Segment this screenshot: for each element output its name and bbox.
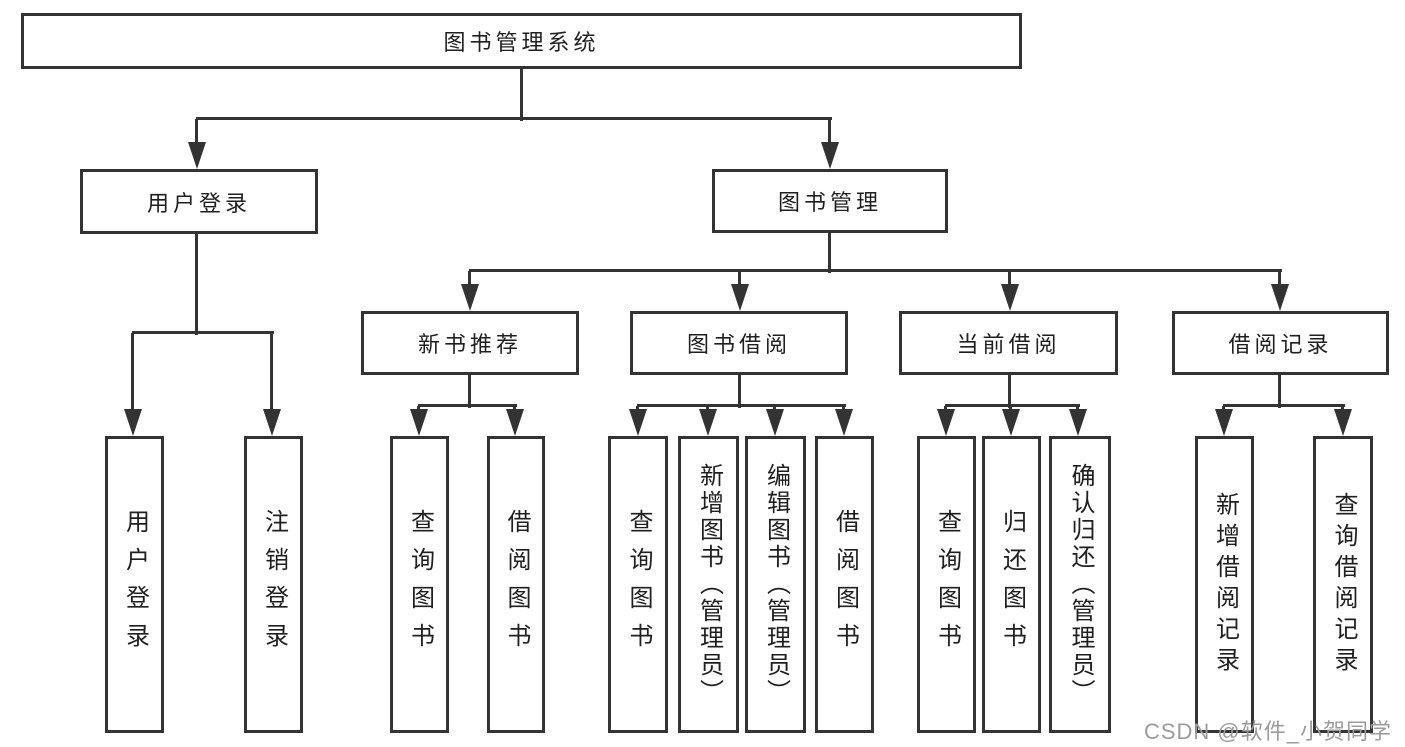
arrow-stem-line [1278, 271, 1281, 287]
node-new-book-recommend-label: 新书推荐 [417, 332, 522, 357]
arrow-stem-line [270, 333, 273, 412]
connector-horizontal-line [196, 117, 832, 120]
node-root: 图书管理系统 [21, 13, 1022, 69]
leaf-bb-query-books-label: 查询图书 [625, 508, 652, 661]
arrow-head-icon [766, 409, 784, 436]
arrow-head-icon [937, 409, 955, 436]
leaf-logout-label: 注销登录 [260, 508, 288, 661]
arrow-head-icon [699, 409, 717, 436]
arrow-head-icon [188, 142, 206, 169]
arrow-head-icon [1069, 409, 1087, 436]
node-current-borrowing: 当前借阅 [899, 311, 1118, 375]
leaf-user-login-label: 用户登录 [121, 508, 149, 661]
leaf-br-add-record: 新增借阅记录 [1195, 436, 1254, 733]
node-book-management: 图书管理 [712, 169, 948, 233]
arrow-head-icon [629, 409, 647, 436]
arrow-head-icon [1002, 409, 1020, 436]
leaf-logout: 注销登录 [244, 436, 303, 733]
leaf-cb-confirm-return-admin-label: 确认归还（管理员） [1067, 463, 1094, 706]
leaf-br-query-record: 查询借阅记录 [1313, 436, 1373, 733]
node-book-borrowing: 图书借阅 [630, 311, 848, 375]
leaf-nb-query-books: 查询图书 [390, 436, 449, 733]
node-user-login-label: 用户登录 [146, 190, 251, 216]
leaf-bb-query-books: 查询图书 [608, 436, 668, 733]
node-user-login: 用户登录 [80, 169, 318, 234]
leaf-br-add-record-label: 新增借阅记录 [1211, 491, 1239, 678]
node-root-label: 图书管理系统 [443, 30, 600, 55]
arrow-head-icon [1271, 284, 1289, 311]
node-book-management-label: 图书管理 [777, 190, 882, 215]
node-book-borrowing-label: 图书借阅 [686, 332, 791, 357]
connector-vertical-line [1278, 374, 1281, 408]
leaf-cb-return-books: 归还图书 [982, 436, 1041, 733]
arrow-stem-line [468, 271, 471, 287]
connector-vertical-line [520, 68, 523, 121]
leaf-bb-borrow-books-label: 借阅图书 [831, 508, 859, 661]
arrow-head-icon [835, 409, 853, 436]
connector-vertical-line [1008, 374, 1011, 408]
arrow-head-icon [1334, 409, 1352, 436]
arrow-stem-line [131, 333, 134, 412]
connector-horizontal-line [945, 404, 1080, 407]
arrow-head-icon [263, 409, 281, 436]
arrow-head-icon [1001, 284, 1019, 311]
connector-horizontal-line [1223, 404, 1345, 407]
leaf-cb-confirm-return-admin: 确认归还（管理员） [1049, 436, 1111, 733]
connector-horizontal-line [132, 331, 274, 334]
arrow-head-icon [821, 142, 839, 169]
connector-vertical-line [195, 233, 198, 335]
leaf-nb-borrow-books-label: 借阅图书 [503, 508, 530, 661]
connector-horizontal-line [637, 404, 846, 407]
node-current-borrowing-label: 当前借阅 [956, 332, 1061, 357]
arrow-head-icon [461, 284, 479, 311]
connector-horizontal-line [469, 269, 1282, 272]
watermark: CSDN @软件_小贺同学 [1143, 719, 1392, 744]
connector-vertical-line [828, 232, 831, 273]
arrow-head-icon [124, 409, 142, 436]
leaf-nb-query-books-label: 查询图书 [406, 508, 434, 661]
leaf-cb-query-books: 查询图书 [917, 436, 976, 733]
leaf-user-login: 用户登录 [105, 436, 164, 733]
arrow-stem-line [738, 271, 741, 287]
leaf-nb-borrow-books: 借阅图书 [487, 436, 545, 733]
leaf-br-query-record-label: 查询借阅记录 [1330, 491, 1357, 678]
connector-horizontal-line [418, 404, 517, 407]
arrow-stem-line [828, 119, 831, 145]
arrow-stem-line [1008, 271, 1011, 287]
leaf-bb-add-books-admin: 新增图书（管理员） [678, 436, 739, 733]
connector-vertical-line [738, 374, 741, 408]
leaf-bb-edit-books-admin-label: 编辑图书（管理员） [762, 463, 790, 706]
leaf-cb-query-books-label: 查询图书 [933, 508, 961, 661]
leaf-bb-edit-books-admin: 编辑图书（管理员） [745, 436, 806, 733]
connector-vertical-line [468, 374, 471, 408]
leaf-cb-return-books-label: 归还图书 [998, 508, 1026, 661]
node-borrowing-records: 借阅记录 [1172, 311, 1389, 375]
leaf-bb-add-books-admin-label: 新增图书（管理员） [695, 463, 723, 706]
arrow-stem-line [195, 119, 198, 145]
arrow-head-icon [1215, 409, 1233, 436]
arrow-head-icon [506, 409, 524, 436]
node-new-book-recommend: 新书推荐 [361, 311, 579, 375]
node-borrowing-records-label: 借阅记录 [1228, 332, 1333, 357]
leaf-bb-borrow-books: 借阅图书 [815, 436, 874, 733]
arrow-head-icon [410, 409, 428, 436]
arrow-head-icon [731, 284, 749, 311]
